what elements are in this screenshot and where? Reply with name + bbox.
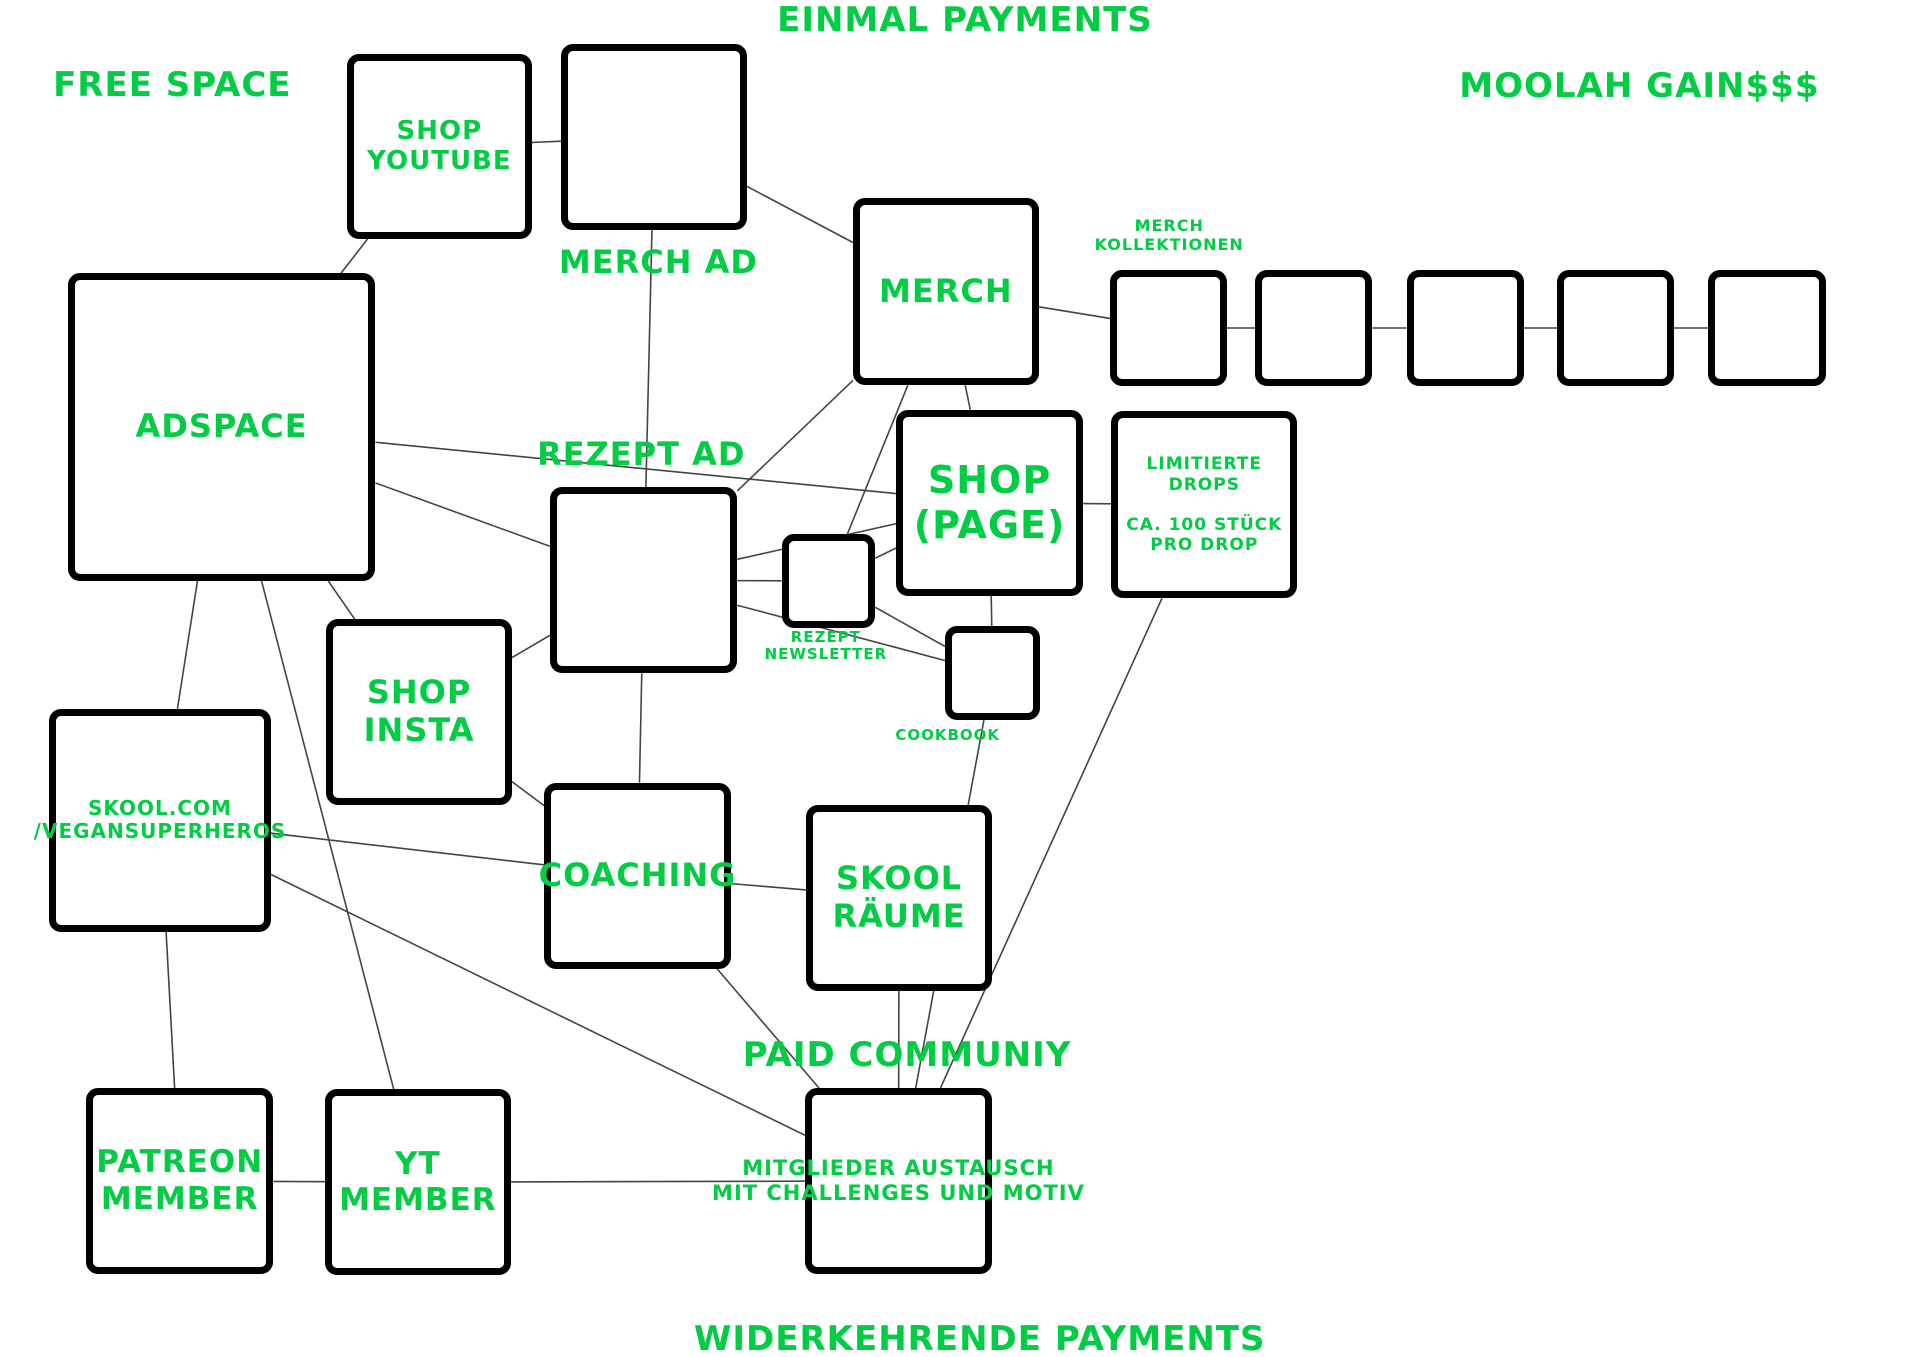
node-merch[interactable] [852,198,1039,386]
label-merch-ad: MERCH AD [558,243,758,282]
node-rezept-ad[interactable] [550,487,738,674]
node-skool-raume[interactable] [806,804,992,991]
edge-skool_com-to-paid_community [270,873,806,1136]
label-patreon-member: PATREON MEMBER [96,1144,264,1217]
node-cookbook[interactable] [945,626,1040,720]
heading-free-space: FREE SPACE [53,64,292,105]
edge-skool_com-to-patreon_member [165,931,176,1089]
heading-paid-community: PAID COMMUNIY [742,1034,1072,1075]
edge-adspace-to-rezept_ad [375,482,551,548]
edge-adspace-to-shop_page [375,441,897,495]
node-merch-kollektion-2[interactable] [1255,269,1373,387]
node-merch-ad[interactable] [561,44,748,231]
label-rezept-ad: REZEPT AD [537,435,746,474]
label-shop-youtube: SHOP YOUTUBE [367,115,512,177]
edge-adspace-to-shop_insta [327,580,356,620]
node-shop-youtube[interactable] [347,54,532,239]
heading-widerkehrende-payments: WIDERKEHRENDE PAYMENTS [693,1319,1266,1357]
edge-merch_ad-to-merch [746,185,854,244]
label-cookbook: COOKBOOK [895,726,1001,744]
label-merch: MERCH [879,271,1013,310]
edge-merch-to-rezept_newsletter [846,384,909,535]
label-paid-community: MITGLIEDER AUSTAUSCH MIT CHALLENGES UND … [712,1156,1085,1205]
edge-coaching-to-skool_raume [731,882,807,891]
node-shop-insta[interactable] [326,619,512,805]
edge-rezept_ad-to-coaching [638,673,643,783]
edge-merch_ad-to-shop_youtube [531,140,562,144]
edge-merch-to-kol1 [1038,306,1111,320]
label-merch-kollektionen: MERCH KOLLEKTIONEN [1094,216,1244,255]
edge-rezept_ad-to-cookbook [737,604,946,662]
edge-limitierte_drops-to-paid_community [939,597,1163,1089]
node-limitierte-drops[interactable] [1111,411,1298,599]
edge-adspace-to-shop_youtube [340,238,369,274]
edge-adspace-to-skool_com [176,580,199,710]
node-patreon-member[interactable] [86,1088,274,1274]
edge-shop_page-to-cookbook [990,595,993,627]
edge-adspace-to-yt_member [260,580,395,1090]
node-adspace[interactable] [67,273,376,581]
node-coaching[interactable] [544,782,732,969]
edge-yt_member-to-paid_community [510,1180,805,1183]
edge-merch-to-shop_page [964,385,972,411]
label-skool-com: SKOOL.COM /VEGANSUPERHEROS [33,795,287,844]
node-paid-community[interactable] [804,1088,992,1274]
edge-shop_insta-to-coaching [511,780,545,807]
edge-shop_page-to-rezept_newsletter [874,547,897,559]
node-rezept-newsletter[interactable] [781,534,876,628]
node-skool-com[interactable] [49,708,271,932]
label-limitierte-drops: LIMITIERTE DROPS CA. 100 STÜCK PRO DROP [1126,454,1283,555]
edge-rezept_newsletter-to-cookbook [874,606,946,648]
node-merch-kollektion-1[interactable] [1110,269,1228,387]
node-yt-member[interactable] [324,1089,511,1276]
label-yt-member: YT MEMBER [339,1145,497,1219]
label-skool-raume: SKOOL RÄUME [832,859,966,935]
node-merch-kollektion-5[interactable] [1708,269,1827,387]
edge-skool_com-to-coaching [270,832,545,866]
label-shop-insta: SHOP INSTA [363,673,475,749]
heading-moolah-gains: MOOLAH GAIN$$$ [1459,66,1820,107]
node-merch-kollektion-3[interactable] [1406,269,1524,387]
heading-einmal-payments: EINMAL PAYMENTS [777,0,1153,40]
edge-merch-to-rezept_ad [736,379,854,492]
label-rezept-newsletter: REZEPT NEWSLETTER [764,627,888,664]
label-coaching: COACHING [538,855,737,894]
node-shop-page[interactable] [896,409,1084,596]
edge-coaching-to-paid_community [716,968,820,1089]
edge-merch_ad-to-rezept_ad [645,230,653,488]
label-adspace: ADSPACE [135,407,308,446]
edge-rezept_ad-to-shop_insta [511,634,551,659]
node-merch-kollektion-4[interactable] [1556,269,1674,387]
label-shop-page: SHOP (PAGE) [913,457,1066,547]
